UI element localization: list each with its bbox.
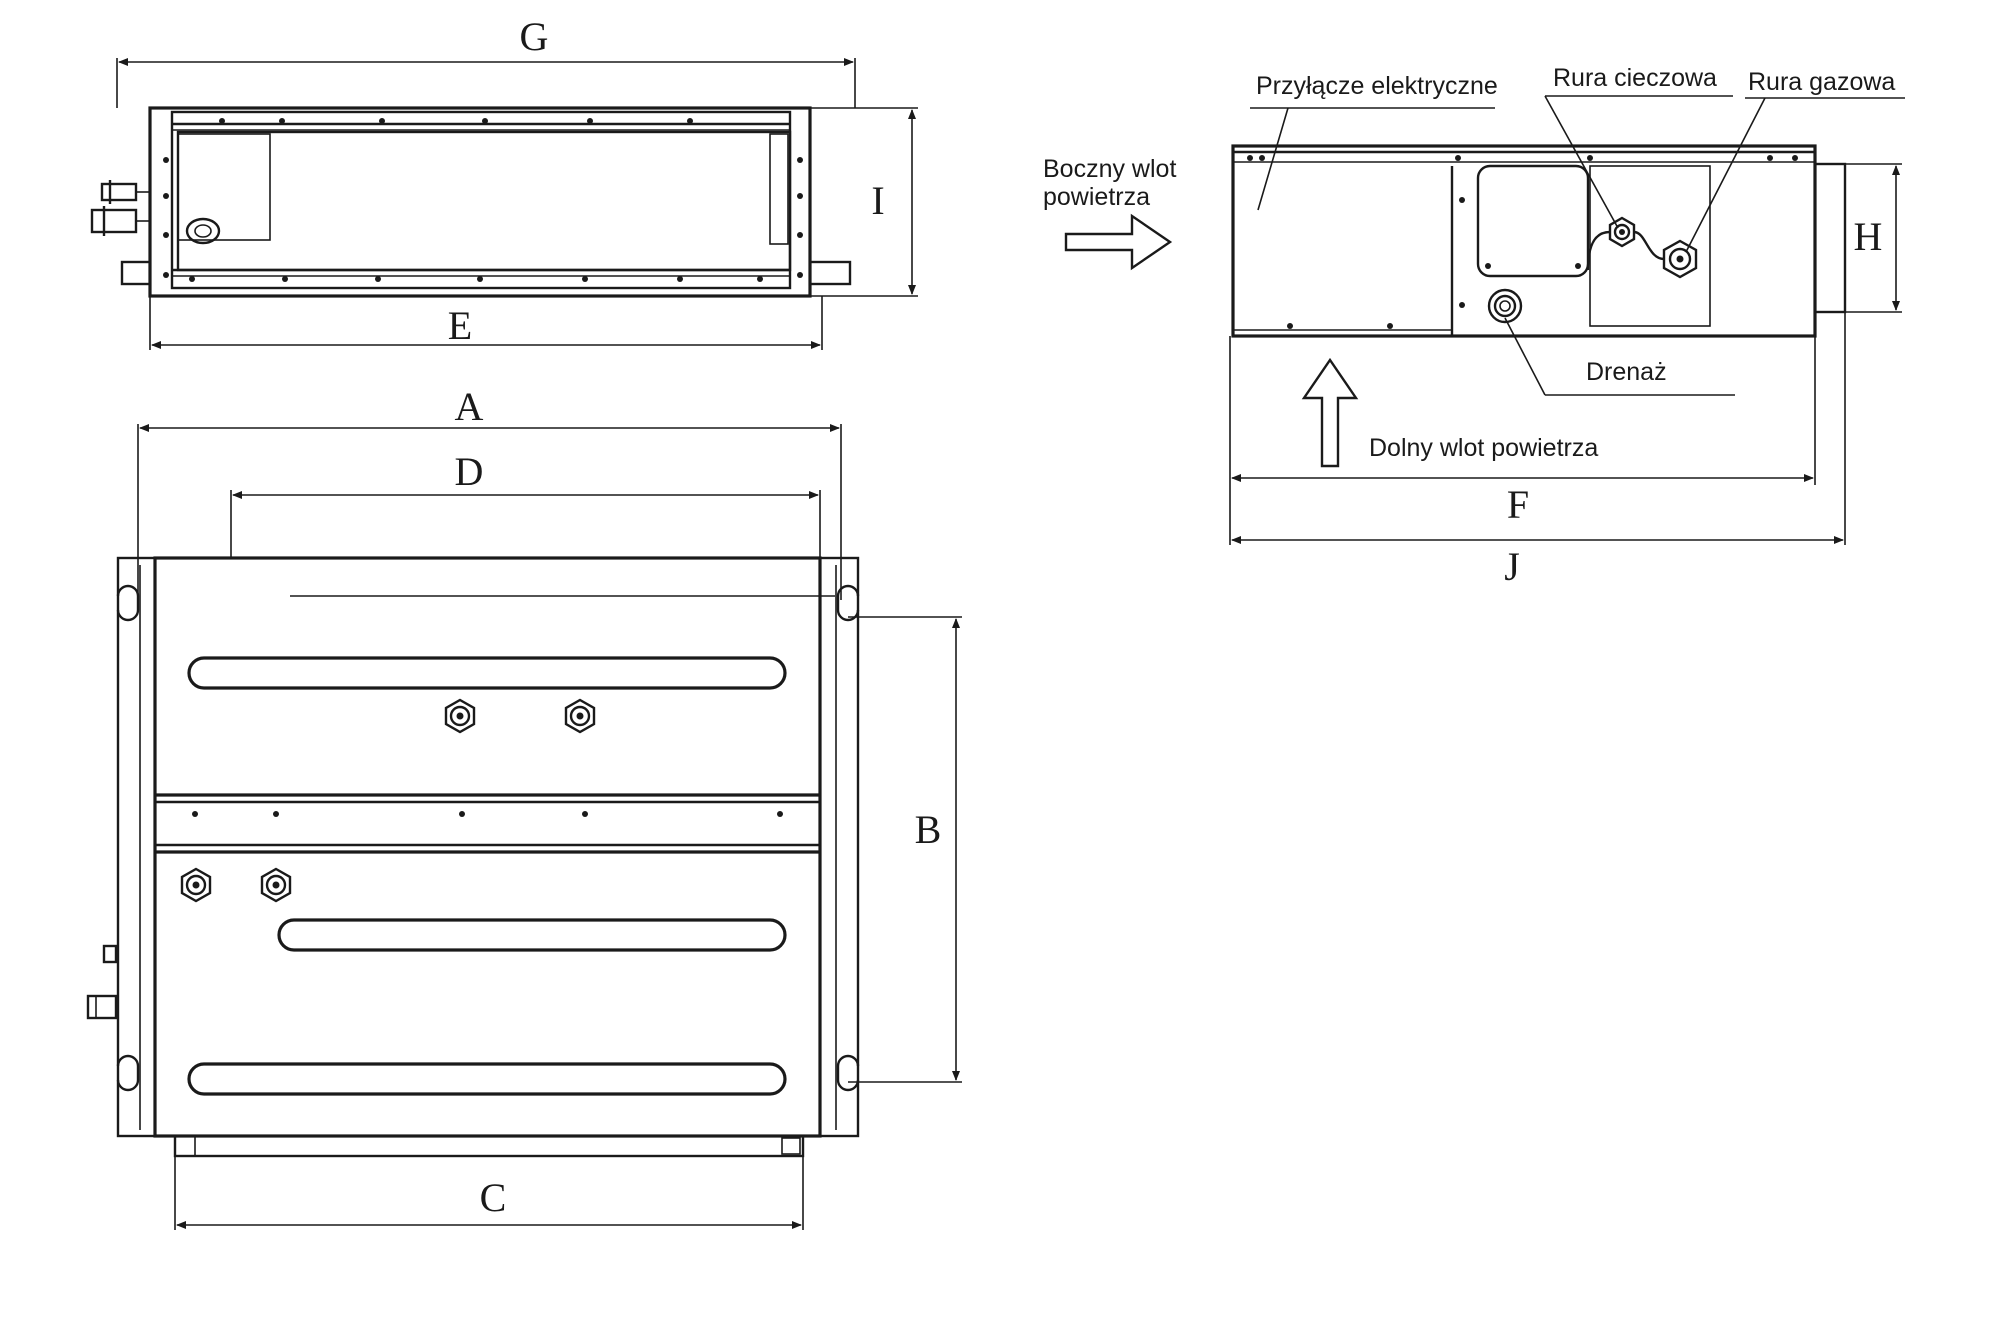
front-view: G I E (90, 14, 918, 350)
dim-label-g: G (520, 14, 549, 59)
bottom-strip (173, 1134, 805, 1158)
liquid-pipe-fitting-icon (1608, 216, 1636, 248)
front-drain-fitting-icon (185, 217, 221, 245)
side-view-body (1231, 144, 1817, 338)
bolt-icon (564, 698, 596, 734)
leader-electrical (1257, 107, 1289, 211)
bottom-air-inlet-arrow-icon (1301, 357, 1359, 468)
label-liquid-pipe: Rura cieczowa (1553, 64, 1717, 92)
side-view-access-panel (1476, 164, 1590, 278)
dim-label-j: J (1504, 544, 1520, 589)
leader-drain (1504, 317, 1546, 396)
dim-label-b: B (915, 807, 942, 852)
drain-fitting-icon (1487, 288, 1523, 324)
gas-pipe-fitting-icon (1662, 239, 1698, 279)
leader-gas-pipe (1685, 97, 1766, 253)
bolt-icon (180, 867, 212, 903)
front-view-housing (148, 106, 812, 298)
left-mounting-bracket (116, 556, 157, 1138)
side-view: H F J Przyłącze elektryczne Rura cieczow… (1043, 64, 1905, 589)
label-bottom-air-inlet: Dolny wlot powietrza (1369, 434, 1598, 462)
bolt-icon (444, 698, 476, 734)
dim-label-a: A (455, 384, 484, 429)
air-slot-1 (187, 656, 787, 690)
left-hanger-slot-top (116, 584, 140, 622)
bottom-view: A D B C (86, 384, 962, 1230)
dim-label-c: C (480, 1175, 507, 1220)
side-view-coil-panel (1589, 165, 1711, 327)
air-slot-3 (187, 1062, 787, 1096)
dim-label-e: E (448, 303, 472, 348)
air-slot-2 (277, 918, 787, 952)
dim-label-h: H (1854, 214, 1883, 259)
front-pipe-connector-icon (90, 180, 150, 236)
right-hanger-slot-bottom (836, 1054, 860, 1092)
label-electrical-connection: Przyłącze elektryczne (1256, 72, 1498, 100)
bottom-pipe-stub-icon (86, 944, 118, 1020)
liquid-pipe-line (1586, 230, 1611, 271)
label-gas-pipe: Rura gazowa (1748, 68, 1895, 96)
bottom-view-body (153, 556, 822, 1138)
dim-label-d: D (455, 449, 484, 494)
left-hanger-slot-bottom (116, 1054, 140, 1092)
front-view-screws (163, 118, 803, 282)
side-view-screws (1247, 155, 1798, 329)
dim-label-f: F (1507, 482, 1529, 527)
label-side-inlet-line1: Boczny wlot (1043, 155, 1176, 183)
label-side-inlet-line2: powietrza (1043, 183, 1150, 211)
dim-label-i: I (871, 178, 884, 223)
leader-liquid-pipe (1544, 95, 1619, 229)
bolt-icon (260, 867, 292, 903)
side-air-inlet-arrow-icon (1064, 213, 1173, 271)
front-right-tab (808, 260, 852, 286)
front-view-frame (170, 110, 792, 290)
front-left-tab (120, 260, 152, 286)
right-mounting-bracket (818, 556, 860, 1138)
side-view-flange (1813, 162, 1847, 314)
gas-pipe-line (1633, 230, 1665, 261)
right-hanger-slot-top (836, 584, 860, 622)
label-drain: Drenaż (1586, 358, 1667, 386)
front-view-inner-panel (177, 133, 271, 241)
